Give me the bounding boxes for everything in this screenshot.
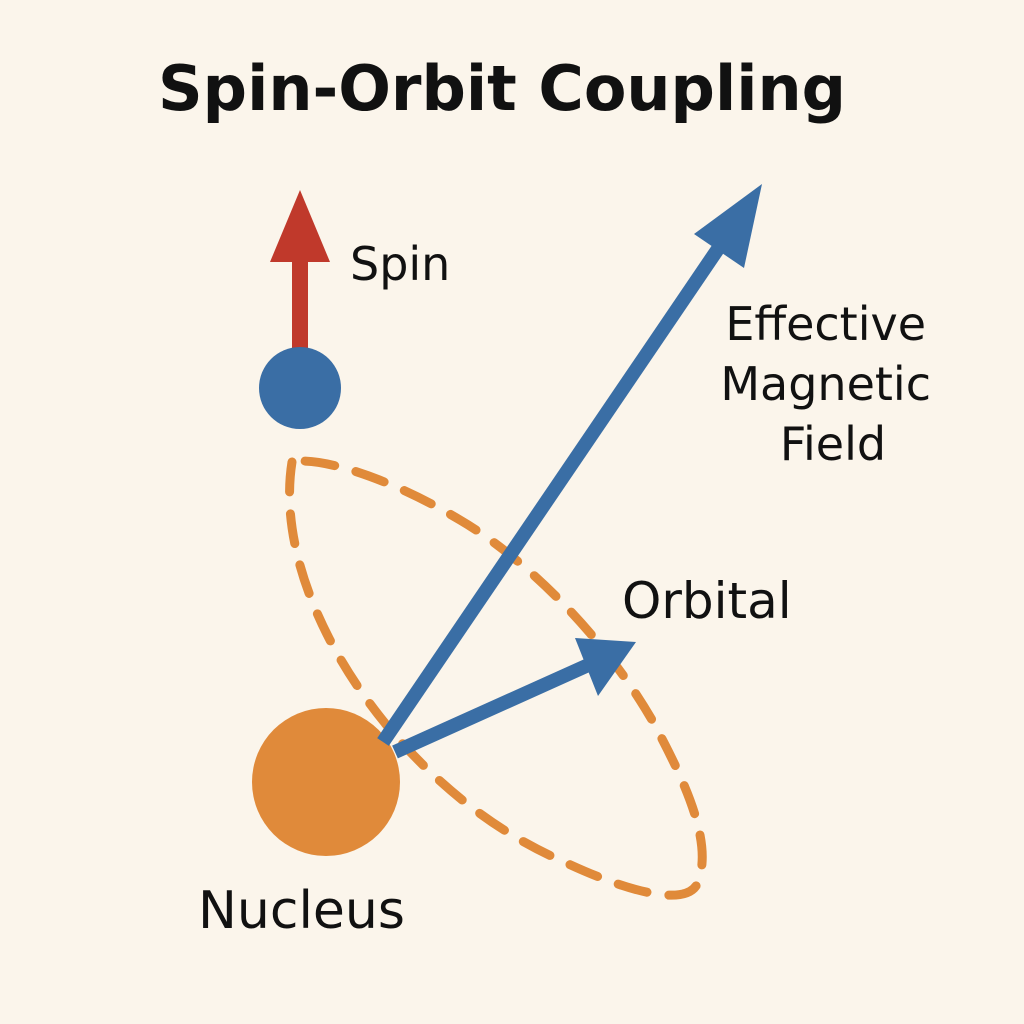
effective-field-arrow-head <box>694 184 762 268</box>
orbital-label: Orbital <box>622 572 792 630</box>
effective-field-label-line-2: Magnetic <box>720 357 931 411</box>
orbital-arrow-head <box>575 638 636 696</box>
diagram-title: Spin-Orbit Coupling <box>158 52 846 125</box>
spin-arrow-head <box>270 190 330 262</box>
electron <box>259 347 341 429</box>
nucleus-label: Nucleus <box>198 881 405 941</box>
spin-label: Spin <box>350 237 450 291</box>
orbital-arrow-shaft <box>392 655 598 759</box>
effective-field-arrow-shaft <box>377 236 730 746</box>
nucleus <box>252 708 400 856</box>
effective-field-label-line-1: Effective <box>725 297 926 351</box>
effective-field-label: Effective Magnetic Field <box>720 297 945 471</box>
effective-field-label-line-3: Field <box>780 417 886 471</box>
